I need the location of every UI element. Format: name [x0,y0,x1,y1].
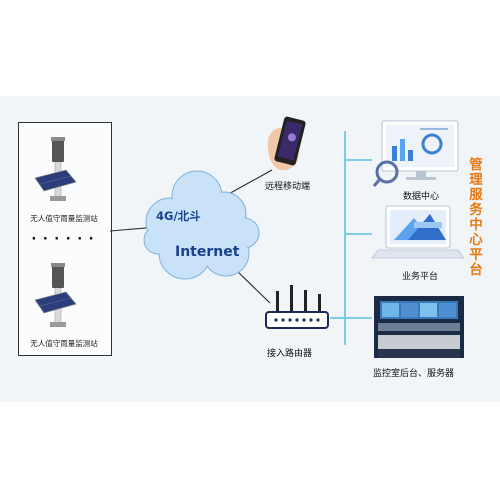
mobile-label: 远程移动端 [265,182,311,192]
network-label: 4G/北斗 [156,209,201,223]
rain-station-icon [34,263,77,327]
business-platform-icon [371,205,465,259]
router-label: 接入路由器 [267,349,313,359]
data-center-label: 数据中心 [403,192,440,202]
stations-frame [18,122,112,356]
control-room-label: 监控室后台、服务器 [373,369,455,379]
mobile-phone-icon [267,116,306,171]
control-room-icon [374,296,464,358]
station-label: 无人值守雨量监测站 [30,339,98,348]
router-icon [265,285,329,329]
data-center-icon [372,120,459,187]
platform-title: 管理服务中心平台 [469,157,483,278]
bus-lines [330,131,372,345]
rain-station-icon [34,137,77,201]
station-label: 无人值守雨量监测站 [30,214,98,223]
business-platform-label: 业务平台 [402,272,439,282]
ellipsis: · · · · · · [31,232,95,247]
internet-label: Internet [175,244,240,260]
